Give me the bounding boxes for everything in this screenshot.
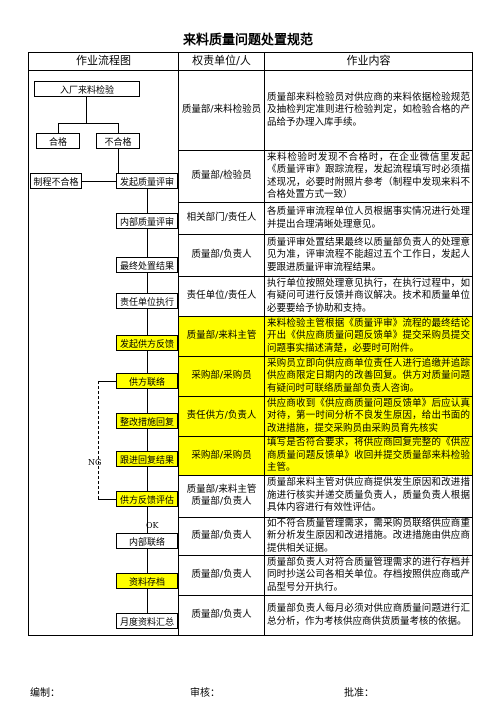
reviewed-by-label: 审核： (190, 688, 220, 699)
flow-connector (147, 309, 148, 335)
flow-connector (118, 149, 119, 173)
row-content: 质量部负责人对符合质量管理需求的进行存档并同时抄送公司各相关单位。存档按照供应商… (264, 555, 473, 596)
flow-connector (147, 467, 148, 491)
flowchart: 入厂来料检验 合格 不合格 制程不合格 发起质量评审 内部质量评审 最终处置结果… (28, 52, 178, 686)
flow-connector (147, 507, 148, 533)
flow-issue-supplier-feedback: 发起供方反馈 (116, 335, 178, 351)
process-table: 作业流程图 权责单位/人 作业内容 质量部/来料检验员 质量部来料检验员对供应商… (28, 52, 473, 636)
flow-ng-connector (98, 499, 116, 500)
row-content: 质量部来料主管对供应商提供发生原因和改进措施进行核实并递交质量负责人，质量负责人… (264, 474, 473, 518)
row-content: 来料检验时发现不合格时，在企业微信里发起《质量评审》跟踪流程，发起流程填写时必须… (264, 150, 473, 203)
flow-archive: 资料存档 (116, 573, 178, 589)
row-dept: 质量部/来料检验员 (178, 70, 265, 151)
flow-restrict-fail: 制程不合格 (30, 173, 82, 189)
header-dept: 权责单位/人 (178, 52, 265, 71)
flow-rectify-reply: 整改措施回复 (116, 413, 178, 429)
row-dept: 质量部/负责人 (178, 234, 265, 277)
table-row: 相关部门/责任人 各质量评审流程单位人员根据事实情况进行处理并提出合理清晰处理意… (29, 202, 473, 235)
flow-connector (118, 123, 119, 133)
flow-ng-connector (98, 381, 116, 382)
flow-connector (147, 273, 148, 293)
row-content: 质量部负责人每月必须对供应商质量问题进行汇总分析，作为考核供应商供货质量考核的依… (264, 595, 473, 636)
approved-by-label: 批准： (344, 688, 374, 699)
row-dept: 质量部/来料主管 (178, 316, 265, 357)
signature-footer: 编制： 审核： 批准： (0, 684, 496, 700)
flow-feedback-eval: 供方反馈评估 (116, 491, 178, 507)
table-row: 质量部/来料主管 来料检验主管根据《质量评审》流程的最终结论开出《供应商质量问题… (29, 316, 473, 357)
flow-connector (58, 123, 118, 124)
flow-connector (86, 97, 87, 123)
row-dept: 采购部/采购员 (178, 436, 265, 476)
compiled-by-label: 编制： (30, 688, 60, 699)
table-row: 质量部/检验员 来料检验时发现不合格时，在企业微信里发起《质量评审》跟踪流程，发… (29, 150, 473, 203)
flow-connector (147, 389, 148, 413)
flow-internal-contact: 内部联络 (116, 533, 178, 549)
flow-ok-label: OK (146, 521, 159, 530)
flow-connector (147, 589, 148, 613)
row-dept: 质量部/负责人 (178, 555, 265, 596)
flow-connector (82, 181, 116, 182)
row-dept: 责任单位/责任人 (178, 276, 265, 317)
flow-supplier-contact: 供方联络 (116, 373, 178, 389)
flow-track-result: 跟进回复结果 (116, 451, 178, 467)
row-content: 执行单位按照处理意见执行，在执行过程中，如有疑问可进行反馈并商议解决。技术和质量… (264, 276, 473, 317)
table-row: 质量部/负责人 质量部负责人对符合质量管理需求的进行存档并同时抄送公司各相关单位… (29, 555, 473, 596)
flow-connector (147, 229, 148, 257)
flow-fail: 不合格 (96, 133, 140, 149)
table-row: 质量部/来料主管 质量部/负责人 质量部来料主管对供应商提供发生原因和改进措施进… (29, 474, 473, 518)
table-row: 责任供方/负责人 供应商收到《供应商质量问题反馈单》后应认真对待，第一时间分析不… (29, 396, 473, 437)
row-dept: 质量部/检验员 (178, 150, 265, 203)
row-content: 填写是否符合要求，将供应商回复完整的《供应商质量问题反馈单》收回并提交质量部来料… (264, 436, 473, 476)
flow-responsible-exec: 责任单位执行 (116, 293, 178, 309)
row-content: 供应商收到《供应商质量问题反馈单》后应认真对待，第一时间分析不良发生原因，给出书… (264, 396, 473, 437)
row-content: 质量评审处置结果最终以质量部负责人的处理意见为准，评审流程不能超过五个工作日，发… (264, 234, 473, 277)
page-title: 来料质量问题处置规范 (182, 33, 313, 48)
table-row: 责任单位/责任人 执行单位按照处理意见执行，在执行过程中，如有疑问可进行反馈并商… (29, 276, 473, 317)
row-content: 质量部来料检验员对供应商的来料依据检验规范及抽检判定准则进行检验判定，如检验合格… (264, 70, 473, 151)
flow-connector (147, 429, 148, 451)
flow-monthly-summary: 月度资料汇总 (116, 613, 178, 629)
row-content: 如不符合质量管理需求，需采购员联络供应商重新分析发生原因和改进措施。改进措施由供… (264, 516, 473, 556)
flow-ng-label: NG (88, 458, 102, 467)
flow-connector (58, 123, 59, 133)
flow-pass: 合格 (36, 133, 80, 149)
flow-ng-connector (98, 381, 99, 499)
table-row: 采购部/采购员 填写是否符合要求，将供应商回复完整的《供应商质量问题反馈单》收回… (29, 436, 473, 476)
row-dept: 相关部门/责任人 (178, 202, 265, 235)
row-content: 来料检验主管根据《质量评审》流程的最终结论开出《供应商质量问题反馈单》提交采购员… (264, 316, 473, 357)
table-row: 质量部/负责人 质量部负责人每月必须对供应商质量问题进行汇总分析，作为考核供应商… (29, 595, 473, 636)
flow-connector (147, 351, 148, 373)
flow-connector (147, 189, 148, 213)
row-content: 各质量评审流程单位人员根据事实情况进行处理并提出合理清晰处理意见。 (264, 202, 473, 235)
row-dept: 责任供方/负责人 (178, 396, 265, 437)
flow-connector (147, 549, 148, 573)
row-dept: 质量部/来料主管 质量部/负责人 (178, 474, 265, 518)
table-row: 采购部/采购员 采购员立即向供应商单位责任人进行追缴并追踪供应商限定日期内的改善… (29, 356, 473, 397)
header-content: 作业内容 (264, 52, 473, 71)
row-dept: 采购部/采购员 (178, 356, 265, 397)
table-row: 质量部/负责人 质量评审处置结果最终以质量部负责人的处理意见为准，评审流程不能超… (29, 234, 473, 277)
flow-incoming-inspection: 入厂来料检验 (34, 81, 140, 97)
flow-internal-review: 内部质量评审 (116, 213, 178, 229)
row-dept: 质量部/负责人 (178, 516, 265, 556)
row-content: 采购员立即向供应商单位责任人进行追缴并追踪供应商限定日期内的改善回复。供方对质量… (264, 356, 473, 397)
flow-issue-review: 发起质量评审 (116, 173, 178, 189)
row-dept: 质量部/负责人 (178, 595, 265, 636)
process-sheet: 作业流程图 权责单位/人 作业内容 质量部/来料检验员 质量部来料检验员对供应商… (28, 52, 473, 686)
flow-final-decision: 最终处置结果 (116, 257, 178, 273)
